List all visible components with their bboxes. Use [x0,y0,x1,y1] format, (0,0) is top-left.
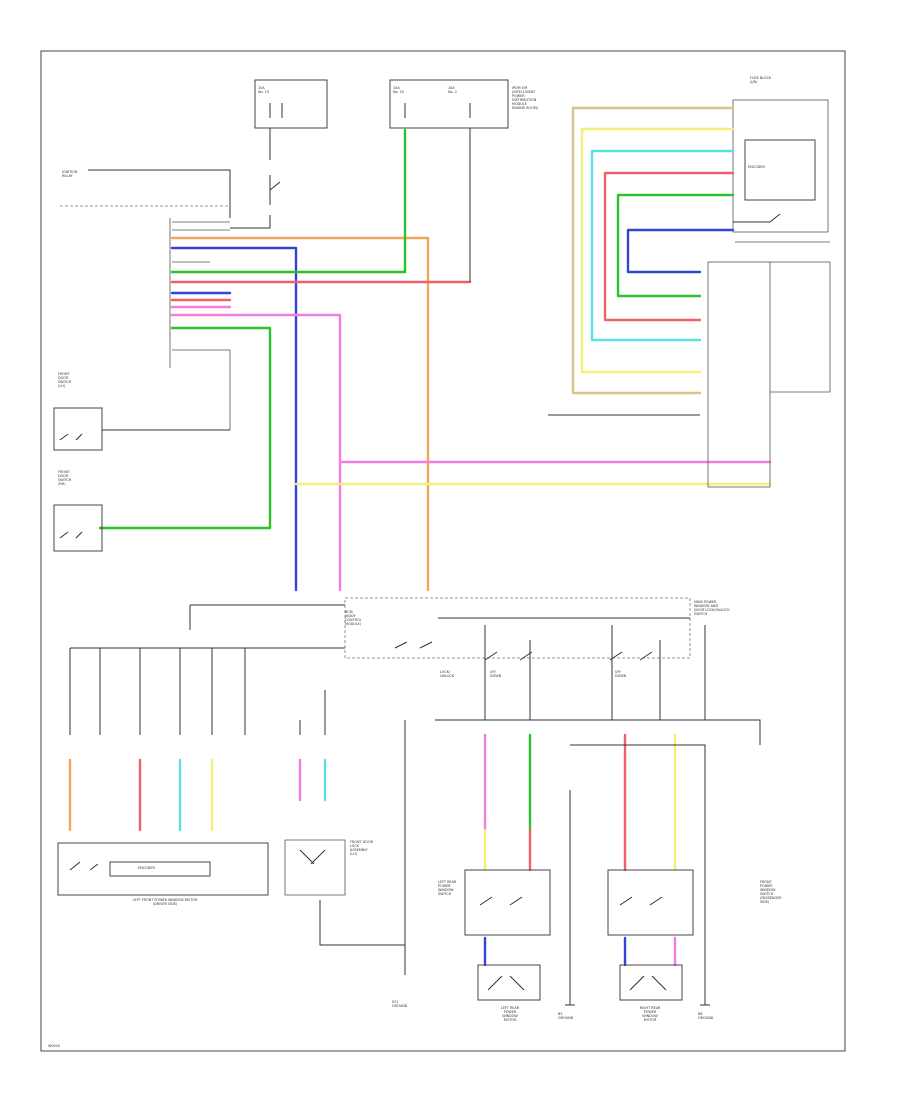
right-connector [548,261,831,488]
fuse-block-label: FUSE BLOCK(J/B) [750,76,772,84]
bcm-connector-pins [169,218,231,430]
wire-green-right [616,193,735,298]
up-down-label-right: UP/DOWN [615,670,627,678]
wire-green-top [170,128,407,274]
up-down-label-left: UP/DOWN [490,670,502,678]
wire-pink [170,313,342,592]
wire-orange [170,236,430,592]
right-rear-motor-box [619,964,683,1001]
left-front-switch-label: LEFT FRONT POWER WINDOW MOTOR(DRIVER SID… [132,898,198,906]
left-rear-switch-box [464,869,551,936]
wire-cyan [590,149,735,342]
door-lock-left-box [284,720,406,975]
wire-blue [170,246,298,592]
encoder-label-top: ENCODER [748,165,765,169]
fuse-box-top-center [389,79,509,129]
encoder-label-lf: ENCODER [138,866,155,870]
wire-green-left [98,326,272,530]
left-rear-motor-box [477,964,541,1001]
main-power-window-switch [70,597,706,720]
wire-blue-right [626,228,735,274]
door-switch-left-group [53,407,230,451]
wire-tan [571,106,735,395]
right-top-module [732,99,830,243]
rear-ground-wires [565,744,710,1006]
top-left-relay-wiring [60,128,281,229]
diagram-border [40,50,846,1052]
fuse-box-top-left [254,79,328,129]
wire-red-top [603,171,735,322]
right-rear-switch-box [607,869,694,936]
diagram-code: W0000 [48,1044,60,1048]
wire-yellow-top [580,127,735,374]
lock-unlock-label: LOCK/UNLOCK [440,670,455,678]
center-lower-bus [435,719,761,745]
left-front-motor-wires [69,648,326,735]
left-front-motor-box [57,842,269,896]
door-switch-right-group [53,504,103,552]
